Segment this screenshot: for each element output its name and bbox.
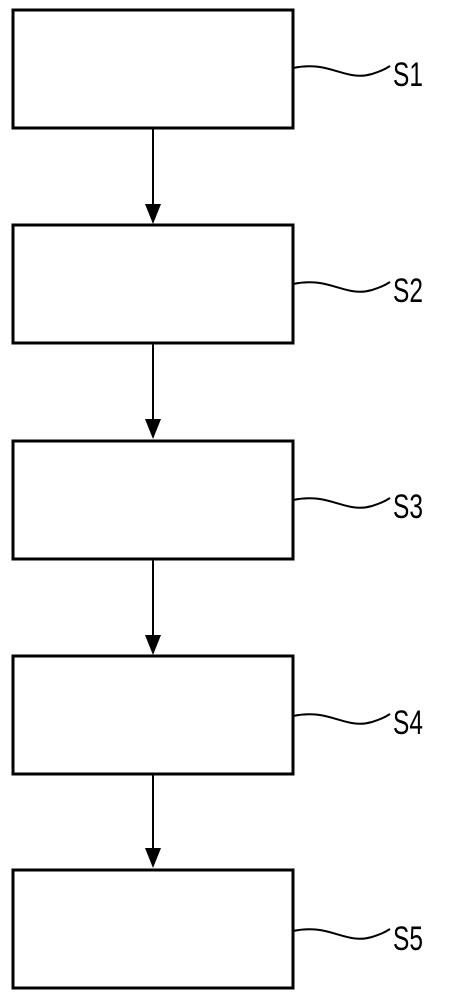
step-3-label: S3 — [393, 488, 423, 526]
arrow-3-4 — [145, 559, 161, 655]
arrowhead-4-5 — [145, 848, 161, 868]
step-4-box — [11, 654, 295, 776]
step-1-box — [11, 8, 295, 130]
step-3-box — [11, 439, 295, 561]
step-5-label: S5 — [393, 920, 423, 958]
step-1-label: S1 — [393, 56, 423, 94]
step-3-leader — [292, 497, 391, 509]
arrowhead-3-4 — [145, 635, 161, 655]
step-4-label: S4 — [393, 704, 423, 742]
step-5-leader — [292, 928, 391, 940]
step-5-box — [11, 868, 295, 990]
arrowhead-1-2 — [145, 204, 161, 224]
step-2-box — [11, 223, 295, 345]
step-2: S2 — [11, 223, 423, 345]
step-3: S3 — [11, 439, 423, 561]
step-1-leader — [292, 65, 391, 77]
step-1: S1 — [11, 8, 423, 130]
arrow-2-3 — [145, 343, 161, 439]
arrow-1-2 — [145, 128, 161, 224]
arrowhead-2-3 — [145, 419, 161, 439]
step-5: S5 — [11, 868, 423, 990]
arrow-4-5 — [145, 774, 161, 868]
step-2-label: S2 — [393, 272, 423, 310]
step-2-leader — [292, 281, 391, 293]
step-4: S4 — [11, 654, 423, 776]
step-4-leader — [292, 713, 391, 725]
